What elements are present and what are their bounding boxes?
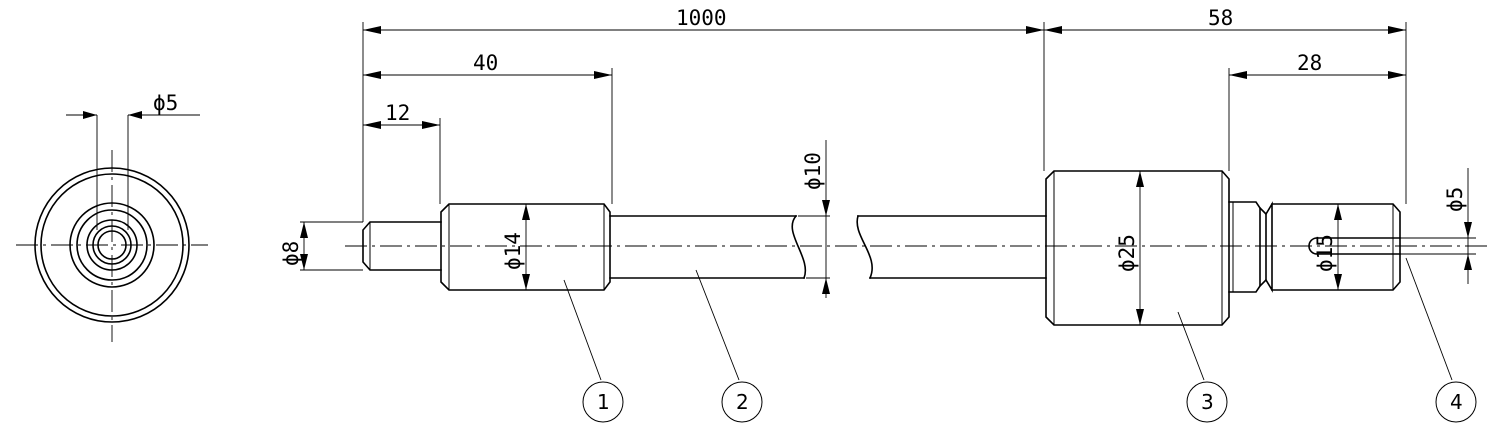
dim-58-label: 58 (1208, 6, 1233, 30)
balloon-2 (721, 381, 763, 423)
balloon-1 (582, 381, 624, 423)
dim-phi25-label: ϕ25 (1115, 234, 1139, 272)
end-view: ϕ5 (16, 91, 208, 342)
balloon-3 (1186, 381, 1228, 423)
balloon-1-label: 1 (597, 390, 610, 414)
dim-28-label: 28 (1297, 51, 1322, 75)
dim-1000-label: 1000 (676, 6, 727, 30)
dim-12-label: 12 (385, 101, 410, 125)
balloon-4 (1435, 381, 1477, 423)
balloon-2-label: 2 (736, 390, 749, 414)
dim-phi5-slot-label: ϕ5 (1443, 187, 1467, 212)
end-view-diameter-label: ϕ5 (153, 91, 178, 115)
balloon-4-label: 4 (1450, 390, 1463, 414)
dim-phi10-label: ϕ10 (801, 152, 825, 190)
dim-phi8-label: ϕ8 (279, 241, 303, 266)
part-balloons: 1 2 3 4 (563, 257, 1477, 423)
dimensions: 1000 58 40 12 28 ϕ8 ϕ14 (279, 6, 1476, 325)
side-view (345, 170, 1490, 326)
dim-40-label: 40 (473, 51, 498, 75)
balloon-3-label: 3 (1201, 390, 1214, 414)
dim-phi15-label: ϕ15 (1313, 234, 1337, 272)
dim-phi14-label: ϕ14 (501, 232, 525, 270)
